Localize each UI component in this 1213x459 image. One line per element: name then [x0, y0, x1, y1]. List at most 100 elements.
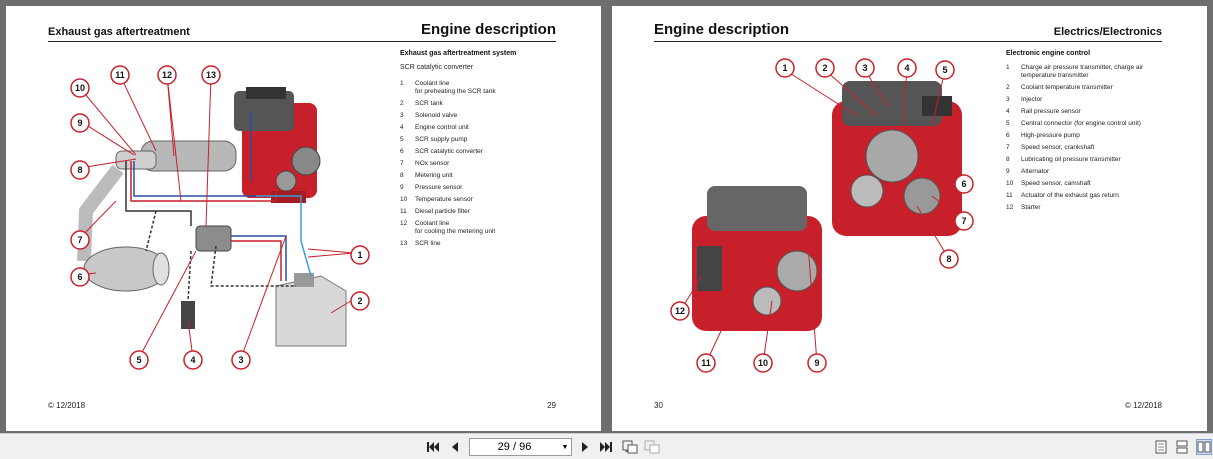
callout-2: 2: [816, 59, 834, 77]
paste-page-icon[interactable]: [644, 439, 660, 455]
callout-6: 6: [71, 268, 89, 286]
legend-item: 1Charge air pressure transmitter, charge…: [1006, 64, 1196, 80]
first-page-icon[interactable]: [425, 439, 441, 455]
legend-number: 1: [400, 80, 415, 96]
svg-text:11: 11: [701, 358, 711, 368]
legend-item: 8Lubricating oil pressure transmitter: [1006, 156, 1196, 164]
legend-item: 9Alternator: [1006, 168, 1196, 176]
legend-text: Engine control unit: [415, 124, 469, 132]
svg-text:7: 7: [961, 216, 966, 226]
callout-7: 7: [955, 212, 973, 230]
legend-number: 6: [1006, 132, 1021, 140]
continuous-view-icon[interactable]: [1175, 439, 1189, 455]
callout-5: 5: [130, 351, 148, 369]
callout-3: 3: [232, 351, 250, 369]
callout-8: 8: [940, 250, 958, 268]
previous-page-icon[interactable]: [448, 439, 462, 455]
svg-text:1: 1: [357, 250, 362, 260]
callout-11: 11: [111, 66, 129, 84]
page-number: 30: [654, 401, 663, 410]
svg-text:2: 2: [357, 296, 362, 306]
copy-page-icon[interactable]: [622, 439, 638, 455]
legend-text: Metering unit: [415, 172, 453, 180]
legend-text: Coolant line for cooling the metering un…: [415, 220, 495, 236]
engine-electronics-illustration: 1 2 3 4 5 6 7 8 9 10 11 12: [662, 46, 982, 376]
page-header-left: Engine description: [654, 21, 789, 38]
two-page-view-icon[interactable]: [1196, 439, 1212, 455]
legend-number: 7: [400, 160, 415, 168]
legend-number: 4: [400, 124, 415, 132]
callout-13: 13: [202, 66, 220, 84]
legend-number: 8: [400, 172, 415, 180]
legend-number: 2: [1006, 84, 1021, 92]
legend-text: High-pressure pump: [1021, 132, 1080, 140]
legend-text: Actuator of the exhaust gas return: [1021, 192, 1119, 200]
callout-10: 10: [754, 354, 772, 372]
svg-text:8: 8: [946, 254, 951, 264]
svg-text:12: 12: [675, 306, 685, 316]
callout-12: 12: [671, 302, 689, 320]
document-viewer[interactable]: Exhaust gas aftertreatment Engine descri…: [0, 0, 1213, 433]
svg-text:5: 5: [942, 65, 947, 75]
svg-text:12: 12: [162, 70, 172, 80]
page-header-right: Engine description: [421, 21, 556, 38]
footer-date: © 12/2018: [1125, 401, 1162, 410]
callout-1: 1: [776, 59, 794, 77]
last-page-icon[interactable]: [598, 439, 614, 455]
legend-text: NOx sensor: [415, 160, 449, 168]
section-title: Exhaust gas aftertreatment system: [400, 50, 516, 57]
legend-text: SCR tank: [415, 100, 443, 108]
callout-10: 10: [71, 79, 89, 97]
legend-text: SCR catalytic converter: [415, 148, 483, 156]
legend-text: SCR line: [415, 240, 441, 248]
exhaust-aftertreatment-diagram: 1 2 3 4 5 6 7 8 9 10 11 12 13: [46, 51, 376, 381]
legend-number: 12: [400, 220, 415, 236]
legend-item: 8Metering unit: [400, 172, 590, 180]
engine-illustration: [234, 87, 320, 203]
page-header-left: Exhaust gas aftertreatment: [48, 26, 190, 38]
legend-number: 10: [1006, 180, 1021, 188]
svg-text:4: 4: [190, 355, 195, 365]
legend-number: 2: [400, 100, 415, 108]
legend-number: 12: [1006, 204, 1021, 212]
legend-text: Pressure sensor: [415, 184, 462, 192]
callout-11: 11: [697, 354, 715, 372]
page-29: Exhaust gas aftertreatment Engine descri…: [6, 6, 601, 431]
legend-list: 1Charge air pressure transmitter, charge…: [1006, 64, 1196, 216]
page-header-right: Electrics/Electronics: [1054, 26, 1162, 38]
legend-item: 4Rail pressure sensor: [1006, 108, 1196, 116]
engine-small: [692, 186, 822, 331]
svg-text:7: 7: [77, 235, 82, 245]
legend-text: Speed sensor, crankshaft: [1021, 144, 1094, 152]
legend-item: 5Central connector (for engine control u…: [1006, 120, 1196, 128]
page-number-select[interactable]: 29 / 96 ▼: [469, 438, 572, 456]
legend-text: SCR supply pump: [415, 136, 467, 144]
svg-text:5: 5: [136, 355, 141, 365]
svg-text:2: 2: [822, 63, 827, 73]
single-page-view-icon[interactable]: [1154, 439, 1168, 455]
svg-text:9: 9: [814, 358, 819, 368]
legend-text: Injector: [1021, 96, 1042, 104]
legend-text: Lubricating oil pressure transmitter: [1021, 156, 1121, 164]
legend-number: 3: [400, 112, 415, 120]
footer-date: © 12/2018: [48, 401, 85, 410]
legend-text: Speed sensor, camshaft: [1021, 180, 1091, 188]
svg-text:9: 9: [77, 118, 82, 128]
legend-item: 6SCR catalytic converter: [400, 148, 590, 156]
next-page-icon[interactable]: [578, 439, 592, 455]
legend-number: 13: [400, 240, 415, 248]
callout-6: 6: [955, 175, 973, 193]
callout-3: 3: [856, 59, 874, 77]
section-title: Electronic engine control: [1006, 50, 1090, 57]
callout-5: 5: [936, 61, 954, 79]
navigation-toolbar: 29 / 96 ▼: [0, 433, 1213, 459]
svg-text:3: 3: [238, 355, 243, 365]
callout-4: 4: [184, 351, 202, 369]
